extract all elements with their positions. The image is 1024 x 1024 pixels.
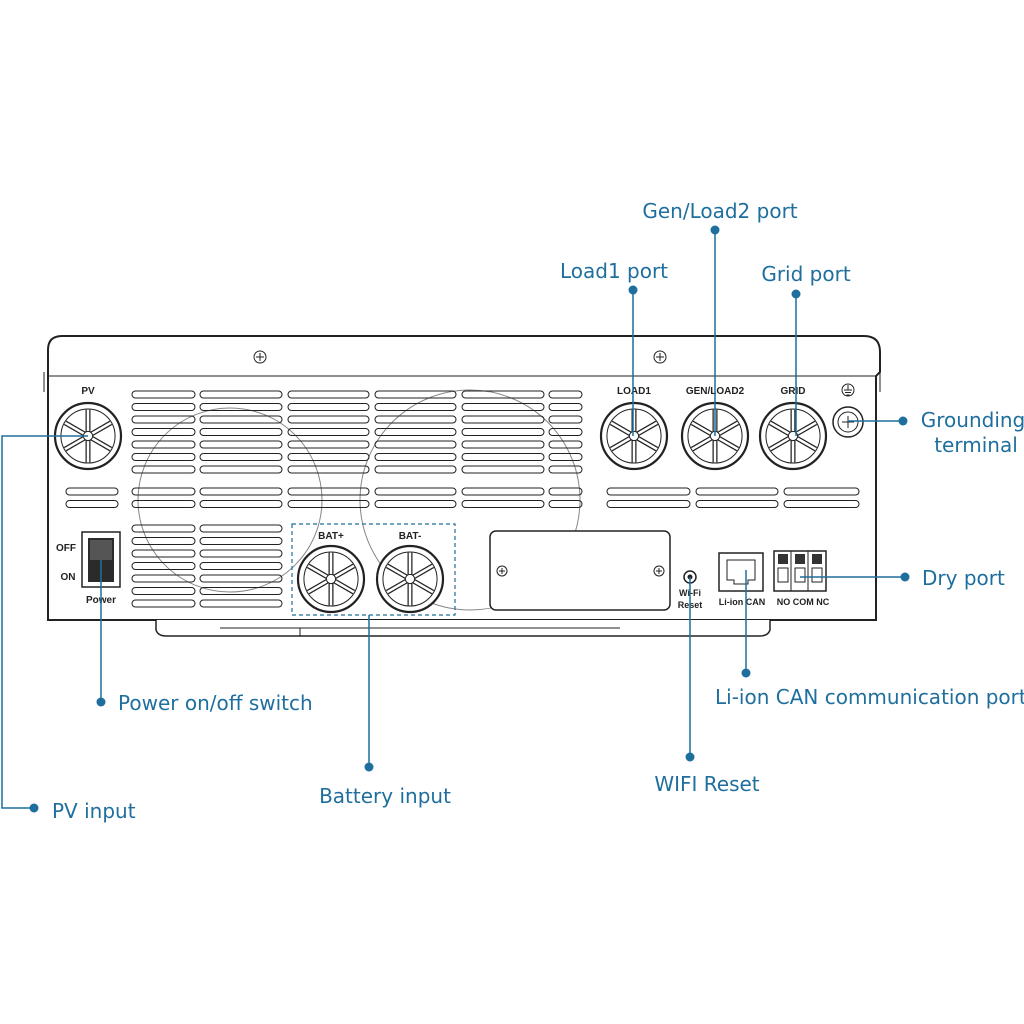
li-ion-can-port-callout: Li-ion CAN communication port xyxy=(715,685,1024,709)
li-ion-can-port xyxy=(718,552,764,592)
grid-terminal xyxy=(758,401,828,471)
grounding-terminal xyxy=(832,406,864,438)
load1-port-callout: Load1 port xyxy=(560,259,668,283)
gen-load2-port-callout: Gen/Load2 port xyxy=(642,199,797,223)
ground-symbol-icon xyxy=(841,383,855,397)
pv-input-callout: PV input xyxy=(52,799,136,823)
dry-port-callout: Dry port xyxy=(922,566,1005,590)
dry-contact-terminal xyxy=(773,550,827,592)
bat-plus-label: BAT+ xyxy=(318,531,344,542)
battery-input-callout: Battery input xyxy=(319,784,451,808)
power-switch-callout: Power on/off switch xyxy=(118,691,313,715)
cooling-fans xyxy=(137,389,581,611)
bat-plus-terminal xyxy=(296,544,366,614)
load1-terminal xyxy=(599,401,669,471)
blank-cover-plate xyxy=(489,530,671,611)
grounding-terminal-callout-line2: terminal xyxy=(934,433,1018,457)
off-label: OFF xyxy=(56,543,76,554)
pv-input-terminal xyxy=(53,401,123,471)
no-com-nc-label: NO COM NC xyxy=(777,597,830,607)
grid-label: GRID xyxy=(781,386,806,397)
on-label: ON xyxy=(61,572,76,583)
ventilation-grille xyxy=(65,390,860,608)
grid-port-callout: Grid port xyxy=(761,262,850,286)
battery-input-frame xyxy=(291,523,456,616)
top-screw-right xyxy=(653,350,667,364)
pv-label: PV xyxy=(81,386,95,397)
bat-minus-terminal xyxy=(375,544,445,614)
top-screw-left xyxy=(253,350,267,364)
bat-minus-label: BAT- xyxy=(399,531,422,542)
wifi-reset-callout: WIFI Reset xyxy=(654,772,759,796)
li-ion-can-label: Li-ion CAN xyxy=(719,597,766,607)
load1-label: LOAD1 xyxy=(617,386,651,397)
callout-leaders xyxy=(1,225,910,813)
grounding-terminal-callout: Grounding xyxy=(921,408,1024,432)
